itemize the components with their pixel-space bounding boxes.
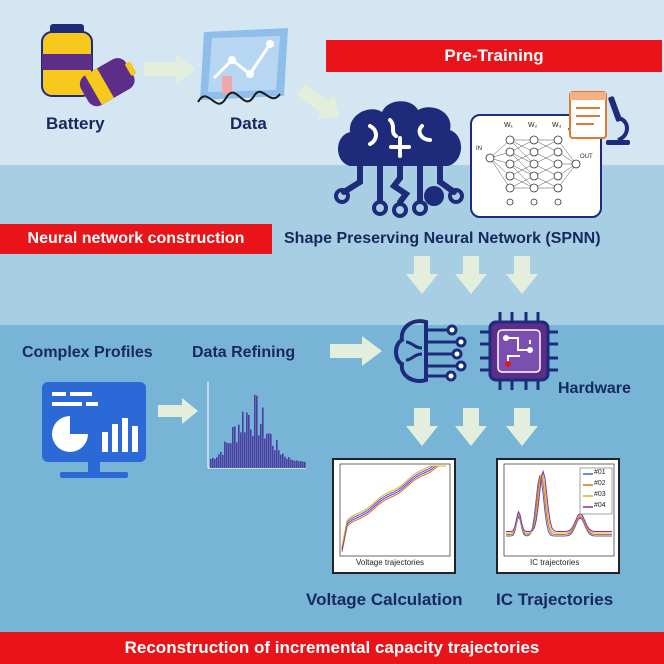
refined-data-bar	[250, 429, 252, 468]
refined-data-bar	[240, 432, 242, 468]
refined-data-bar	[222, 454, 224, 468]
refined-data-plot	[200, 380, 310, 472]
chip-icon	[478, 310, 560, 392]
refined-data-bar	[282, 453, 284, 468]
nn-construction-banner: Neural network construction	[0, 224, 272, 254]
bottom-banner: Reconstruction of incremental capacity t…	[0, 632, 664, 664]
down-arrow-1	[406, 256, 438, 294]
ic-legend-label-3: #03	[594, 491, 606, 498]
refined-data-bar	[286, 458, 288, 468]
refined-data-bar	[278, 450, 280, 468]
refined-data-bar	[272, 445, 274, 468]
brain-circuit-icon	[330, 96, 470, 224]
refined-data-bar	[228, 443, 230, 468]
refined-data-bar	[280, 454, 282, 468]
refined-data-bar	[302, 461, 304, 468]
ic-trajectory-line	[506, 473, 612, 535]
refined-data-bar	[304, 461, 306, 468]
battery-icon	[36, 14, 136, 114]
refined-data-bar	[256, 395, 258, 468]
pre-training-banner: Pre-Training	[326, 40, 662, 72]
down-arrow-6	[506, 408, 538, 446]
refined-data-bar	[266, 433, 268, 468]
brain-model-icon	[392, 316, 470, 388]
refined-data-bar	[284, 456, 286, 468]
voltage-chart: Voltage trajectories	[332, 458, 456, 574]
spnn-label: Shape Preserving Neural Network (SPNN)	[284, 230, 601, 247]
voltage-trajectory-line	[341, 465, 446, 549]
data-label: Data	[230, 114, 267, 133]
refined-data-bar	[248, 414, 250, 468]
refined-data-bar	[270, 433, 272, 468]
data-icon	[196, 24, 296, 116]
refined-data-bar	[296, 460, 298, 468]
down-arrow-5	[455, 408, 487, 446]
data-refining-label: Data Refining	[192, 344, 296, 361]
refined-data-bar	[238, 424, 240, 468]
network-out-label: OUT	[580, 154, 593, 160]
refined-data-bar	[290, 459, 292, 468]
weight-label-2: W₂	[528, 122, 538, 129]
monitor-dashboard-icon	[40, 380, 150, 480]
voltage-calculation-label: Voltage Calculation	[306, 590, 463, 609]
refined-data-bar	[258, 435, 260, 468]
refined-data-bar	[246, 412, 248, 468]
down-arrow-4	[406, 408, 438, 446]
arrow-data-to-brain	[296, 84, 346, 124]
refined-data-bar	[216, 457, 218, 468]
voltage-chart-caption: Voltage trajectories	[356, 558, 425, 567]
battery-label: Battery	[46, 114, 105, 133]
voltage-trajectory-line	[341, 465, 446, 553]
refined-data-bar	[300, 461, 302, 468]
refined-data-bar	[236, 442, 238, 468]
ic-legend-label-2: #02	[594, 480, 606, 487]
refined-data-bar	[220, 451, 222, 468]
ic-chart: #01 #02 #03 #04 IC trajectories	[496, 458, 620, 574]
refined-data-bar	[260, 423, 262, 468]
ic-chart-caption: IC trajectories	[530, 558, 580, 567]
arrow-refining-to-model	[330, 336, 382, 366]
refined-data-bar	[242, 411, 244, 468]
refined-data-bar	[254, 394, 256, 468]
refined-data-bar	[210, 459, 212, 468]
refined-data-bar	[230, 443, 232, 468]
refined-data-bar	[276, 439, 278, 468]
hardware-label: Hardware	[558, 380, 631, 397]
network-in-label: IN	[476, 146, 482, 152]
refined-data-bar	[224, 441, 226, 468]
ic-trajectory-line	[506, 473, 612, 534]
refined-data-bar	[252, 435, 254, 468]
refined-data-bar	[232, 426, 234, 468]
voltage-trajectory-line	[341, 465, 446, 547]
refined-data-bar	[226, 442, 228, 468]
refined-data-bar	[234, 426, 236, 468]
refined-data-bar	[288, 457, 290, 468]
ic-legend-label-4: #04	[594, 502, 606, 509]
weight-label-3: W₃	[552, 122, 562, 129]
arrow-battery-to-data	[144, 54, 196, 84]
refined-data-bar	[212, 457, 214, 468]
down-arrow-3	[506, 256, 538, 294]
ic-legend-label-1: #01	[594, 469, 606, 476]
refined-data-bar	[244, 432, 246, 468]
down-arrow-2	[455, 256, 487, 294]
refined-data-bar	[274, 450, 276, 468]
refined-data-bar	[292, 460, 294, 468]
refined-data-bar	[264, 438, 266, 468]
refined-data-bar	[262, 407, 264, 468]
ic-trajectory-line	[506, 474, 612, 537]
refined-data-bar	[218, 454, 220, 468]
weight-label-1: W₁	[504, 122, 513, 129]
refined-data-bar	[268, 433, 270, 468]
refined-data-bar	[298, 461, 300, 468]
ic-trajectories-label: IC Trajectories	[496, 590, 614, 609]
voltage-trajectory-line	[341, 465, 446, 551]
refined-data-bar	[294, 461, 296, 468]
ic-trajectory-line	[506, 469, 612, 532]
complex-profiles-label: Complex Profiles	[22, 344, 153, 361]
clipboard-microscope-icon	[568, 90, 632, 148]
arrow-profiles-to-refining	[158, 398, 198, 424]
refined-data-bar	[214, 458, 216, 468]
